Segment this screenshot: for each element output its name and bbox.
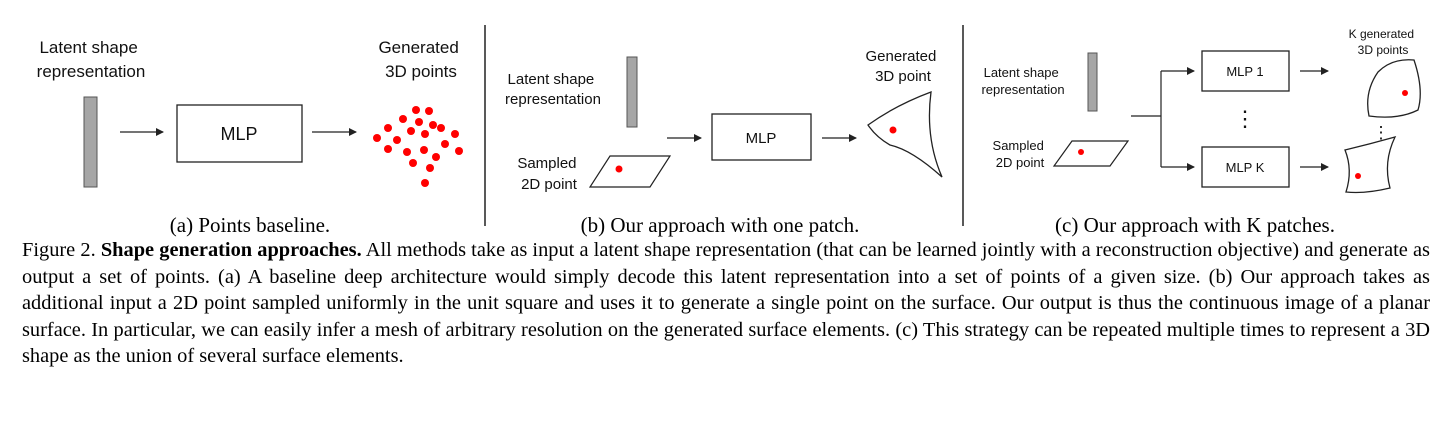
generated-point — [412, 106, 420, 114]
panel-b-mlp-label: MLP — [746, 130, 777, 147]
panel-b-sampled-label: Sampled 2D point — [517, 155, 580, 193]
panel-c-output-label: K generated 3D points — [1349, 27, 1418, 57]
panel-a-mlp-box — [176, 104, 303, 163]
generated-point — [421, 179, 429, 187]
panel-c-sampled-point — [1078, 149, 1084, 155]
panel-b-generated-point — [889, 126, 897, 134]
generated-point — [393, 136, 401, 144]
panel-c-latent-label: Latent shape representation — [981, 65, 1064, 97]
generated-point — [421, 130, 429, 138]
panel-b-mlp-box — [711, 113, 812, 161]
caption-body: All methods take as input a latent shape… — [22, 239, 1430, 367]
generated-point — [432, 153, 440, 161]
panel-c-mlpk-box — [1201, 146, 1290, 188]
generated-point — [384, 145, 392, 153]
panel-a-mlp-label: MLP — [220, 124, 257, 144]
generated-point — [441, 140, 449, 148]
generated-point — [399, 115, 407, 123]
panel-c-subcaption: (c) Our approach with K patches. — [1055, 213, 1335, 237]
panel-b-unit-square — [588, 155, 672, 188]
panel-c-unit-square — [1052, 140, 1130, 167]
panel-b-surface-patch — [867, 91, 943, 178]
generated-point — [384, 124, 392, 132]
panel-b-latent-bar — [626, 56, 638, 128]
generated-point — [420, 146, 428, 154]
panel-b-output-label: Generated 3D point — [865, 48, 940, 85]
panel-b-subcaption: (b) Our approach with one patch. — [581, 213, 860, 237]
generated-point — [455, 147, 463, 155]
generated-point — [451, 130, 459, 138]
generated-point-cloud — [373, 106, 463, 187]
generated-point — [415, 118, 423, 126]
panel-b-latent-label: Latent shape representation — [505, 71, 601, 108]
panel-c: Latent shape representation Sampled 2D p… — [981, 27, 1421, 237]
generated-point — [429, 121, 437, 129]
figure-caption: Figure 2. Shape generation approaches. A… — [22, 237, 1430, 370]
panel-c-mlp1-box — [1201, 50, 1290, 92]
panel-a-output-label: Generated 3D points — [378, 38, 463, 81]
generated-point — [425, 107, 433, 115]
generated-point — [426, 164, 434, 172]
panel-c-sampled-label: Sampled 2D point — [993, 138, 1048, 170]
panel-a: Latent shape representation MLP Generate… — [37, 38, 463, 237]
panel-a-subcaption: (a) Points baseline. — [170, 213, 330, 237]
generated-point — [403, 148, 411, 156]
panel-c-generated-point-1 — [1402, 90, 1408, 96]
caption-prefix: Figure 2. — [22, 239, 96, 261]
generated-point — [373, 134, 381, 142]
generated-point — [407, 127, 415, 135]
panel-c-generated-point-k — [1355, 173, 1361, 179]
panel-c-surface-patch-k — [1344, 135, 1397, 194]
panel-c-patch-ellipsis: ⋮ — [1373, 123, 1390, 142]
panel-b-sampled-point — [615, 165, 623, 173]
panel-c-mlpk-label: MLP K — [1226, 160, 1265, 175]
panel-c-surface-patch-1 — [1367, 59, 1421, 118]
generated-point — [409, 159, 417, 167]
panel-a-latent-label: Latent shape representation — [37, 38, 146, 81]
panel-c-latent-bar — [1087, 52, 1098, 112]
panel-b: Latent shape representation Sampled 2D p… — [505, 48, 943, 237]
generated-point — [437, 124, 445, 132]
panel-a-latent-bar — [83, 96, 98, 188]
panel-c-mlp1-label: MLP 1 — [1226, 64, 1263, 79]
panel-c-mlp-ellipsis: ⋮ — [1234, 106, 1256, 131]
caption-title: Shape generation approaches. — [100, 239, 362, 261]
